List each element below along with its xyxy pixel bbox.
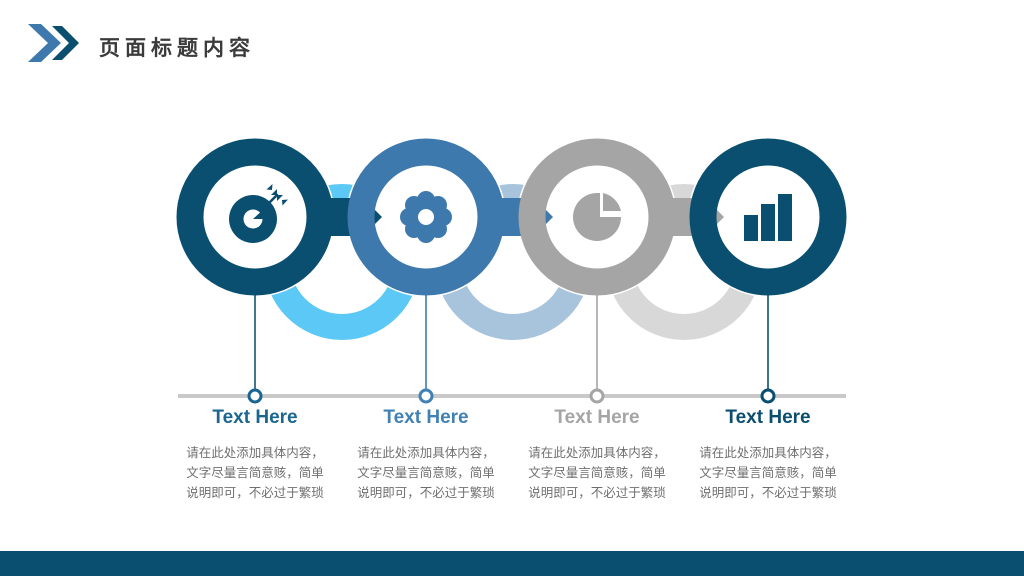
bar-chart-icon: [744, 194, 792, 241]
timeline-marker-2: [418, 388, 434, 404]
caption-body-line: 说明即可，不必过于繁琐: [528, 485, 666, 500]
caption-body: 请在此处添加具体内容， 文字尽量言简意赅，简单 说明即可，不必过于繁琐: [331, 443, 521, 503]
footer-bar: [0, 551, 1024, 576]
caption-body: 请在此处添加具体内容， 文字尽量言简意赅，简单 说明即可，不必过于繁琐: [160, 443, 350, 503]
main-ring-group: [176, 138, 847, 296]
timeline-marker-1: [247, 388, 263, 404]
caption-block-1: Text Here 请在此处添加具体内容， 文字尽量言简意赅，简单 说明即可，不…: [160, 405, 350, 503]
caption-block-2: Text Here 请在此处添加具体内容， 文字尽量言简意赅，简单 说明即可，不…: [331, 405, 521, 503]
halo-ring-2: [435, 184, 591, 340]
timeline-marker-group: [247, 388, 776, 404]
caption-body-line: 文字尽量言简意赅，简单: [528, 465, 666, 480]
caption-body: 请在此处添加具体内容， 文字尽量言简意赅，简单 说明即可，不必过于繁琐: [502, 443, 692, 503]
caption-group: Text Here 请在此处添加具体内容， 文字尽量言简意赅，简单 说明即可，不…: [0, 405, 1024, 525]
caption-body-line: 文字尽量言简意赅，简单: [699, 465, 837, 480]
caption-body-line: 请在此处添加具体内容，: [186, 445, 324, 460]
caption-body-line: 文字尽量言简意赅，简单: [357, 465, 495, 480]
caption-title: Text Here: [383, 407, 469, 428]
caption-title: Text Here: [725, 407, 811, 428]
caption-body-line: 说明即可，不必过于繁琐: [186, 485, 324, 500]
halo-ring-3: [606, 184, 762, 340]
caption-body-line: 请在此处添加具体内容，: [357, 445, 495, 460]
step-ring-2: [347, 138, 505, 296]
connector-line-group: [254, 290, 769, 396]
caption-title: Text Here: [212, 407, 298, 428]
caption-title: Text Here: [554, 407, 640, 428]
double-chevron-icon: [28, 22, 84, 64]
caption-block-4: Text Here 请在此处添加具体内容， 文字尽量言简意赅，简单 说明即可，不…: [673, 405, 863, 503]
caption-body-line: 说明即可，不必过于繁琐: [357, 485, 495, 500]
timeline-marker-4: [760, 388, 776, 404]
slide-header: 页面标题内容: [0, 0, 1024, 95]
gear-icon: [400, 191, 452, 243]
caption-body-line: 请在此处添加具体内容，: [699, 445, 837, 460]
timeline-marker-3: [589, 388, 605, 404]
pie-chart-icon: [573, 193, 621, 241]
page-title: 页面标题内容: [99, 36, 255, 60]
step-ring-3: [518, 138, 676, 296]
target-arrow-icon: [229, 184, 288, 243]
step-ring-4: [689, 138, 847, 296]
caption-body-line: 文字尽量言简意赅，简单: [186, 465, 324, 480]
caption-body-line: 请在此处添加具体内容，: [528, 445, 666, 460]
caption-body: 请在此处添加具体内容， 文字尽量言简意赅，简单 说明即可，不必过于繁琐: [673, 443, 863, 503]
caption-block-3: Text Here 请在此处添加具体内容， 文字尽量言简意赅，简单 说明即可，不…: [502, 405, 692, 503]
step-ring-1: [176, 138, 334, 296]
halo-ring-group: [264, 184, 762, 340]
caption-body-line: 说明即可，不必过于繁琐: [699, 485, 837, 500]
halo-ring-1: [264, 184, 420, 340]
